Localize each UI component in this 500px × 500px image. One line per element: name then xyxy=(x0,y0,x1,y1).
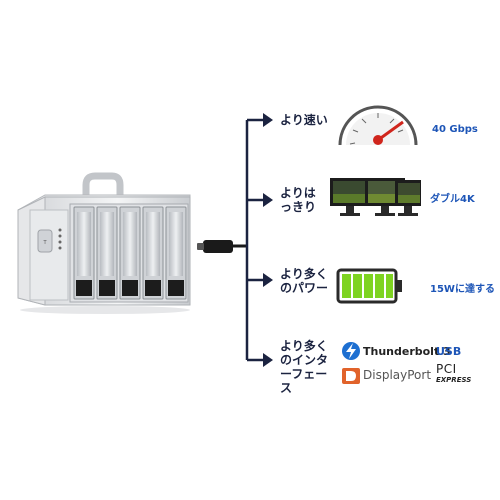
feature-label-clarity: よりは っきり xyxy=(280,186,317,214)
feature-label-speed: より速い xyxy=(280,113,328,127)
speed-value: 40 Gbps xyxy=(432,124,478,135)
pci-express-label: EXPRESS xyxy=(436,376,472,384)
resolution-value: ダブル4K xyxy=(430,194,475,205)
power-value: 15Wに達する xyxy=(430,284,495,295)
thunderbolt-label: Thunderbolt 3 xyxy=(363,345,451,358)
displayport-label: DisplayPort xyxy=(363,368,432,382)
pci-label: PCI xyxy=(436,362,457,376)
feature-label-interfaces: より多く のインタ ーフェー ス xyxy=(280,339,329,395)
svg-text:T: T xyxy=(42,240,47,246)
usb-label: USB xyxy=(436,345,462,358)
feature-label-power: より多く のパワー xyxy=(280,267,329,295)
